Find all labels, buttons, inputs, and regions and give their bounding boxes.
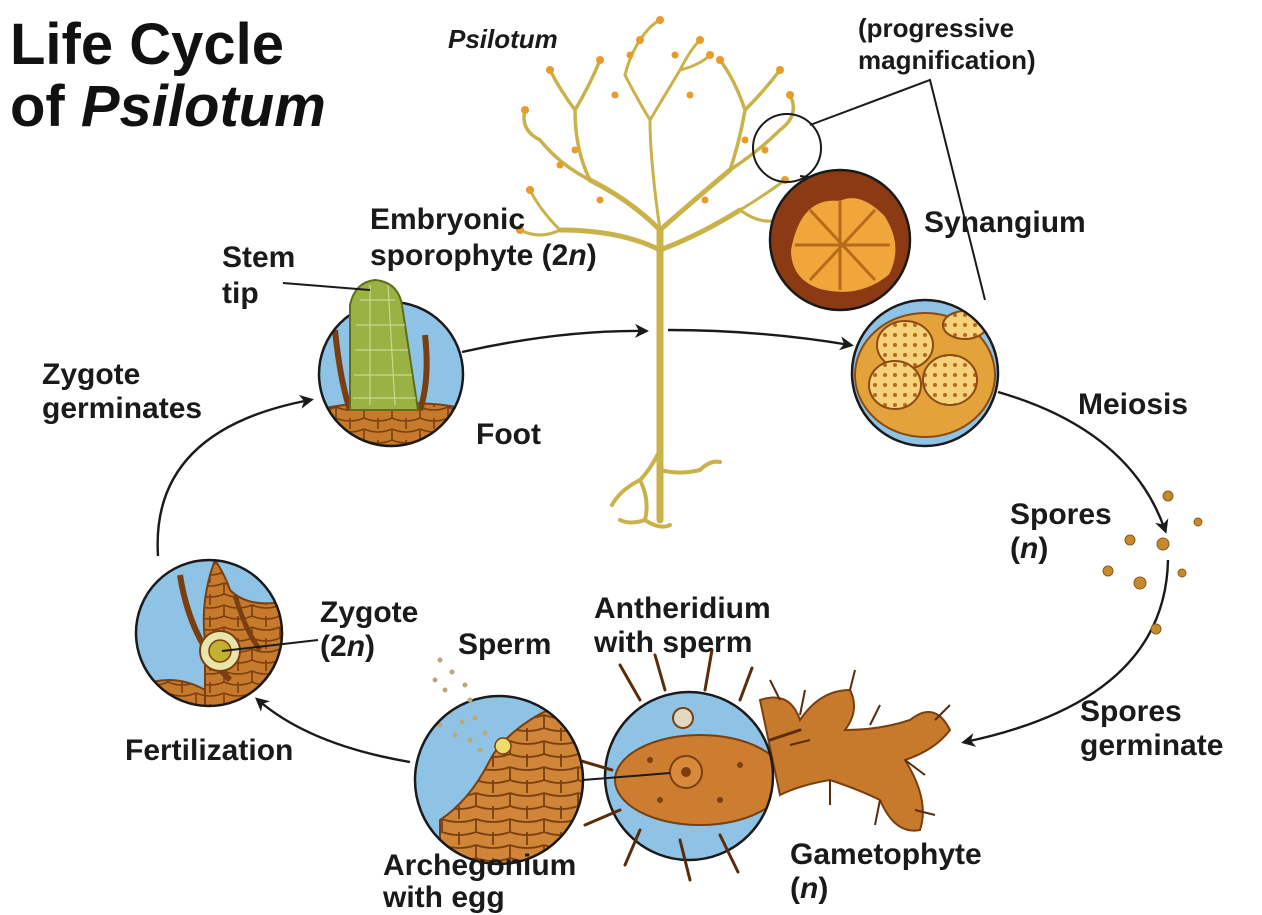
arrow-spores-germinate <box>961 559 1170 747</box>
zygote-circle <box>134 558 319 708</box>
label-fertilization: Fertilization <box>125 734 294 767</box>
spores <box>1102 490 1203 635</box>
arrow-fertilization <box>254 697 411 764</box>
label-meiosis: Meiosis <box>1078 388 1189 421</box>
label-spores: Spores (n) <box>1010 498 1112 565</box>
label-psilotum: Psilotum <box>448 24 558 54</box>
sperm-dots <box>432 657 473 703</box>
title-genus: Psilotum <box>80 74 326 139</box>
label-magnification: (progressive magnification) <box>858 13 1036 75</box>
arrow-plant-to-synangium <box>667 328 854 351</box>
label-antheridium: Antheridium with sperm <box>594 592 771 659</box>
arrow-embryo-to-plant <box>461 323 649 354</box>
arrow-meiosis <box>997 390 1169 534</box>
embryonic-sporophyte-circle <box>282 278 465 448</box>
title-line-2: of Psilotum <box>10 74 326 139</box>
label-archegonium: Archegonium with egg <box>383 849 577 914</box>
meiosis-circle <box>850 298 1000 448</box>
archegonium-circle <box>413 694 671 866</box>
synangium-circle <box>768 168 912 312</box>
label-spores-germinate: Spores germinate <box>1080 695 1224 762</box>
label-synangium: Synangium <box>924 206 1086 239</box>
antheridium-circle <box>576 648 802 882</box>
title-line-1: Life Cycle <box>10 12 284 77</box>
cycle-arrows <box>156 323 1170 764</box>
gametophyte <box>758 669 952 832</box>
label-zygote-germinates: Zygote germinates <box>42 358 203 425</box>
diagram-title: Life Cycle of Psilotum <box>10 14 326 138</box>
label-foot: Foot <box>476 418 541 451</box>
psilotum-plant <box>516 16 796 529</box>
label-zygote: Zygote (2n) <box>320 596 419 663</box>
label-stem-tip: Stem tip <box>222 241 296 310</box>
label-embryonic-sporophyte: Embryonic sporophyte (2n) <box>370 203 597 272</box>
arrow-zygote-germinates <box>156 394 314 557</box>
label-sperm: Sperm <box>458 628 552 661</box>
label-gametophyte: Gametophyte (n) <box>790 838 982 905</box>
